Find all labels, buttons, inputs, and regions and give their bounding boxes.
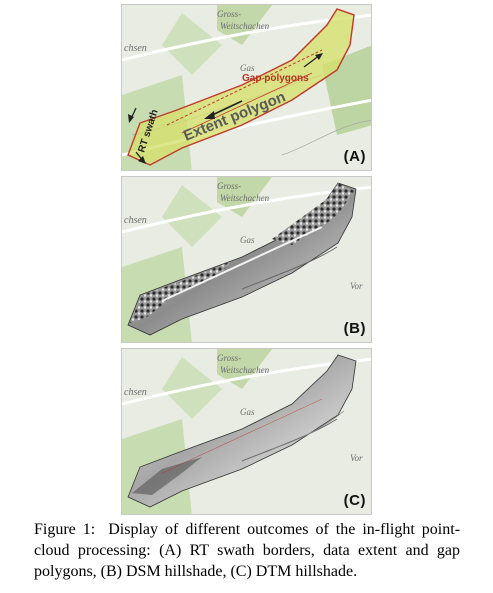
contour-line xyxy=(281,119,371,156)
panel-b-dsm-hillshade: Gross- Weitschachen chsen Gas Vor (B) xyxy=(121,176,372,343)
gap-polygons-annotation: Gap polygons xyxy=(242,73,309,84)
dsm-vegetation-texture xyxy=(272,183,354,245)
panel-a-map-svg: Gross- Weitschachen chsen Gas Gap polygo… xyxy=(122,5,371,170)
dtm-shadow-area xyxy=(132,457,202,495)
extent-polygon xyxy=(127,8,355,166)
panel-label-b: (B) xyxy=(343,320,366,337)
arrow-head-icon xyxy=(138,156,146,164)
panel-label-c: (C) xyxy=(343,492,366,509)
arrow-head-icon xyxy=(128,114,134,123)
arrow-head-icon xyxy=(204,111,215,119)
map-place-label: Gross- xyxy=(217,353,241,363)
map-place-label: chsen xyxy=(124,215,147,226)
panel-c-dtm-hillshade: Gross- Weitschachen chsen Gas Vor (C) xyxy=(121,348,372,515)
figure-caption-lead: Figure 1: xyxy=(34,521,96,538)
gap-polygon xyxy=(166,49,323,126)
map-place-label: Weitschachen xyxy=(220,21,270,31)
figure-caption: Figure 1: Display of different outcomes … xyxy=(34,519,460,582)
map-place-label: Weitschachen xyxy=(220,365,270,375)
map-place-label: Vor xyxy=(350,281,363,291)
panel-label-a: (A) xyxy=(343,148,366,165)
dtm-terrain-ridge xyxy=(241,418,338,462)
panel-a-extent-map: Gross- Weitschachen chsen Gas Gap polygo… xyxy=(121,4,372,171)
map-place-label: Gross- xyxy=(217,9,241,19)
map-place-label: Gas xyxy=(240,407,255,417)
map-place-label: Gas xyxy=(240,235,255,245)
panel-c-map-svg: Gross- Weitschachen chsen Gas Vor xyxy=(122,349,371,514)
map-place-label: Weitschachen xyxy=(220,193,270,203)
map-place-label: chsen xyxy=(124,387,147,398)
map-place-label: Vor xyxy=(350,453,363,463)
dsm-road-line xyxy=(161,226,323,302)
map-place-label: Gas xyxy=(240,63,255,73)
dtm-terrain-ridge xyxy=(271,410,345,450)
dsm-terrain-ridge xyxy=(241,246,338,290)
figure-caption-text: Display of different outcomes of the in-… xyxy=(34,521,461,580)
dtm-border-line xyxy=(161,398,323,474)
gap-polygon xyxy=(181,72,313,134)
arrow-head-icon xyxy=(315,53,323,60)
map-place-label: chsen xyxy=(124,43,147,54)
panel-b-map-svg: Gross- Weitschachen chsen Gas Vor xyxy=(122,177,371,342)
dsm-hillshade-strip xyxy=(127,182,357,336)
map-place-label: Gross- xyxy=(217,181,241,191)
